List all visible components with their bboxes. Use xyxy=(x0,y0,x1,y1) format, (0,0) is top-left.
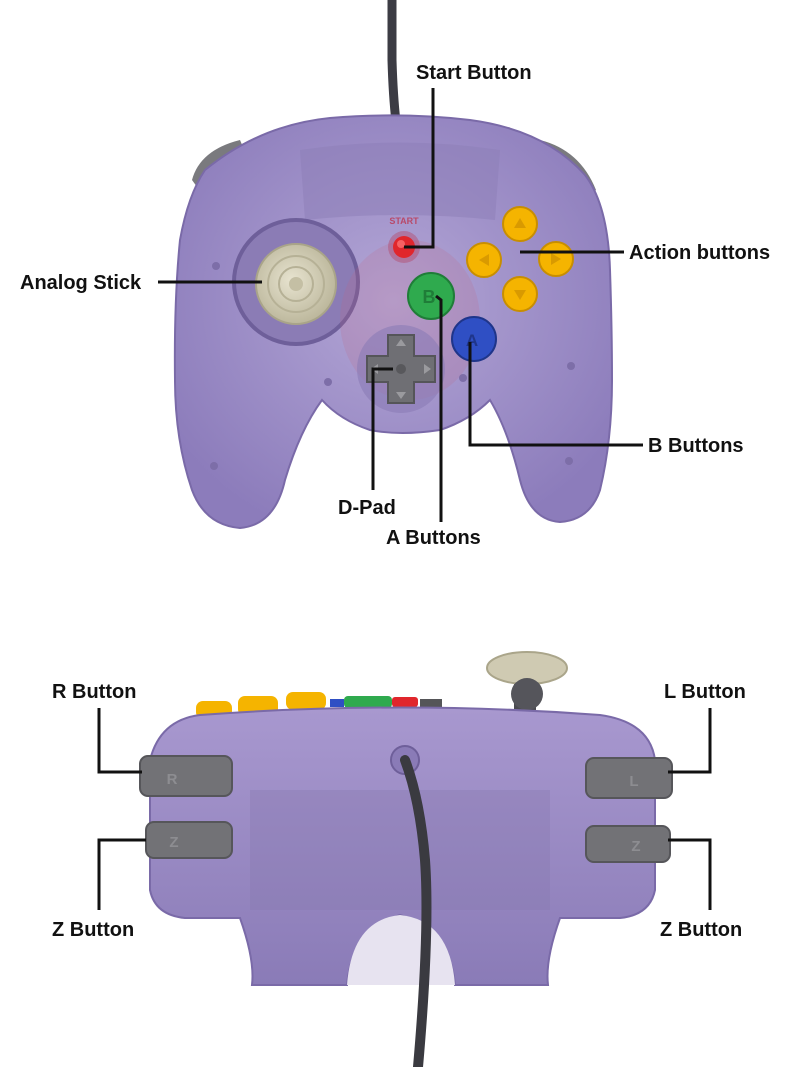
r-button-leader xyxy=(97,708,142,774)
z-button-right[interactable]: Z xyxy=(585,825,671,863)
b-buttons-label: B Buttons xyxy=(648,435,744,457)
b-buttons-leader xyxy=(468,342,643,447)
z-button-left[interactable]: Z xyxy=(145,821,233,859)
a-button[interactable]: A xyxy=(451,316,497,362)
controller-back-view: R L Z Z xyxy=(139,651,673,1067)
l-button-label: L Button xyxy=(664,681,746,703)
z-button-left-leader xyxy=(97,838,146,910)
z-button-right-label: Z Button xyxy=(660,919,742,941)
d-pad-up-arrow-icon xyxy=(396,339,406,346)
back-inner-panel xyxy=(250,790,550,910)
z-button-right-leader xyxy=(668,838,712,910)
c-left-arrow-icon xyxy=(479,254,489,266)
b-button[interactable]: B xyxy=(407,272,455,320)
z-button-left-glyph: Z xyxy=(169,834,178,851)
shell-center-panel xyxy=(300,142,500,220)
cable-top xyxy=(387,0,401,127)
d-pad[interactable] xyxy=(357,325,445,413)
controller-shell xyxy=(173,114,614,530)
yellow-button-peek xyxy=(286,692,326,710)
screw-dot xyxy=(324,378,332,386)
a-buttons-label: A Buttons xyxy=(386,527,481,549)
r-button-label: R Button xyxy=(52,681,136,703)
grey-dpad-peek xyxy=(420,699,442,707)
controller-back-body xyxy=(149,706,656,986)
z-button-right-glyph: Z xyxy=(631,838,640,855)
analog-stick[interactable] xyxy=(255,243,337,325)
analog-stick-label: Analog Stick xyxy=(20,272,142,294)
red-button-peek xyxy=(392,697,418,707)
blue-button-peek xyxy=(330,699,344,707)
l-shoulder-glyph: L xyxy=(629,773,638,790)
screw-dot xyxy=(210,462,218,470)
screw-dot xyxy=(212,262,220,270)
l-shoulder-button[interactable]: L xyxy=(585,757,673,799)
start-button-label: Start Button xyxy=(416,62,532,84)
start-button-leader xyxy=(404,88,435,249)
action-buttons xyxy=(466,206,574,312)
d-pad-label: D-Pad xyxy=(338,497,396,519)
r-shoulder-glyph: R xyxy=(167,771,178,788)
d-pad-right-arrow-icon xyxy=(424,364,431,374)
a-button-glyph: A xyxy=(466,331,478,350)
c-up-arrow-icon xyxy=(514,218,526,228)
action-buttons-label: Action buttons xyxy=(629,242,770,264)
z-button-left-label: Z Button xyxy=(52,919,134,941)
c-down-arrow-icon xyxy=(514,290,526,300)
c-right-arrow-icon xyxy=(551,253,561,265)
green-button-peek xyxy=(344,696,392,708)
l-button-leader xyxy=(668,708,712,774)
d-pad-down-arrow-icon xyxy=(396,392,406,399)
screw-dot xyxy=(567,362,575,370)
d-pad-leader xyxy=(371,367,393,490)
r-shoulder-button[interactable]: R xyxy=(139,755,233,797)
analog-stick-joint-back xyxy=(511,678,543,710)
a-buttons-leader xyxy=(435,294,443,522)
start-button-glyph: START xyxy=(389,216,419,226)
screw-dot xyxy=(565,457,573,465)
b-button-glyph: B xyxy=(423,287,436,307)
back-callouts: R Button L Button Z Button Z Button xyxy=(52,681,746,941)
top-callouts: Start Button Action buttons Analog Stick… xyxy=(20,62,770,549)
screw-dot xyxy=(459,374,467,382)
cable-back xyxy=(400,755,432,1067)
controller-top-view: START B A xyxy=(173,0,614,530)
